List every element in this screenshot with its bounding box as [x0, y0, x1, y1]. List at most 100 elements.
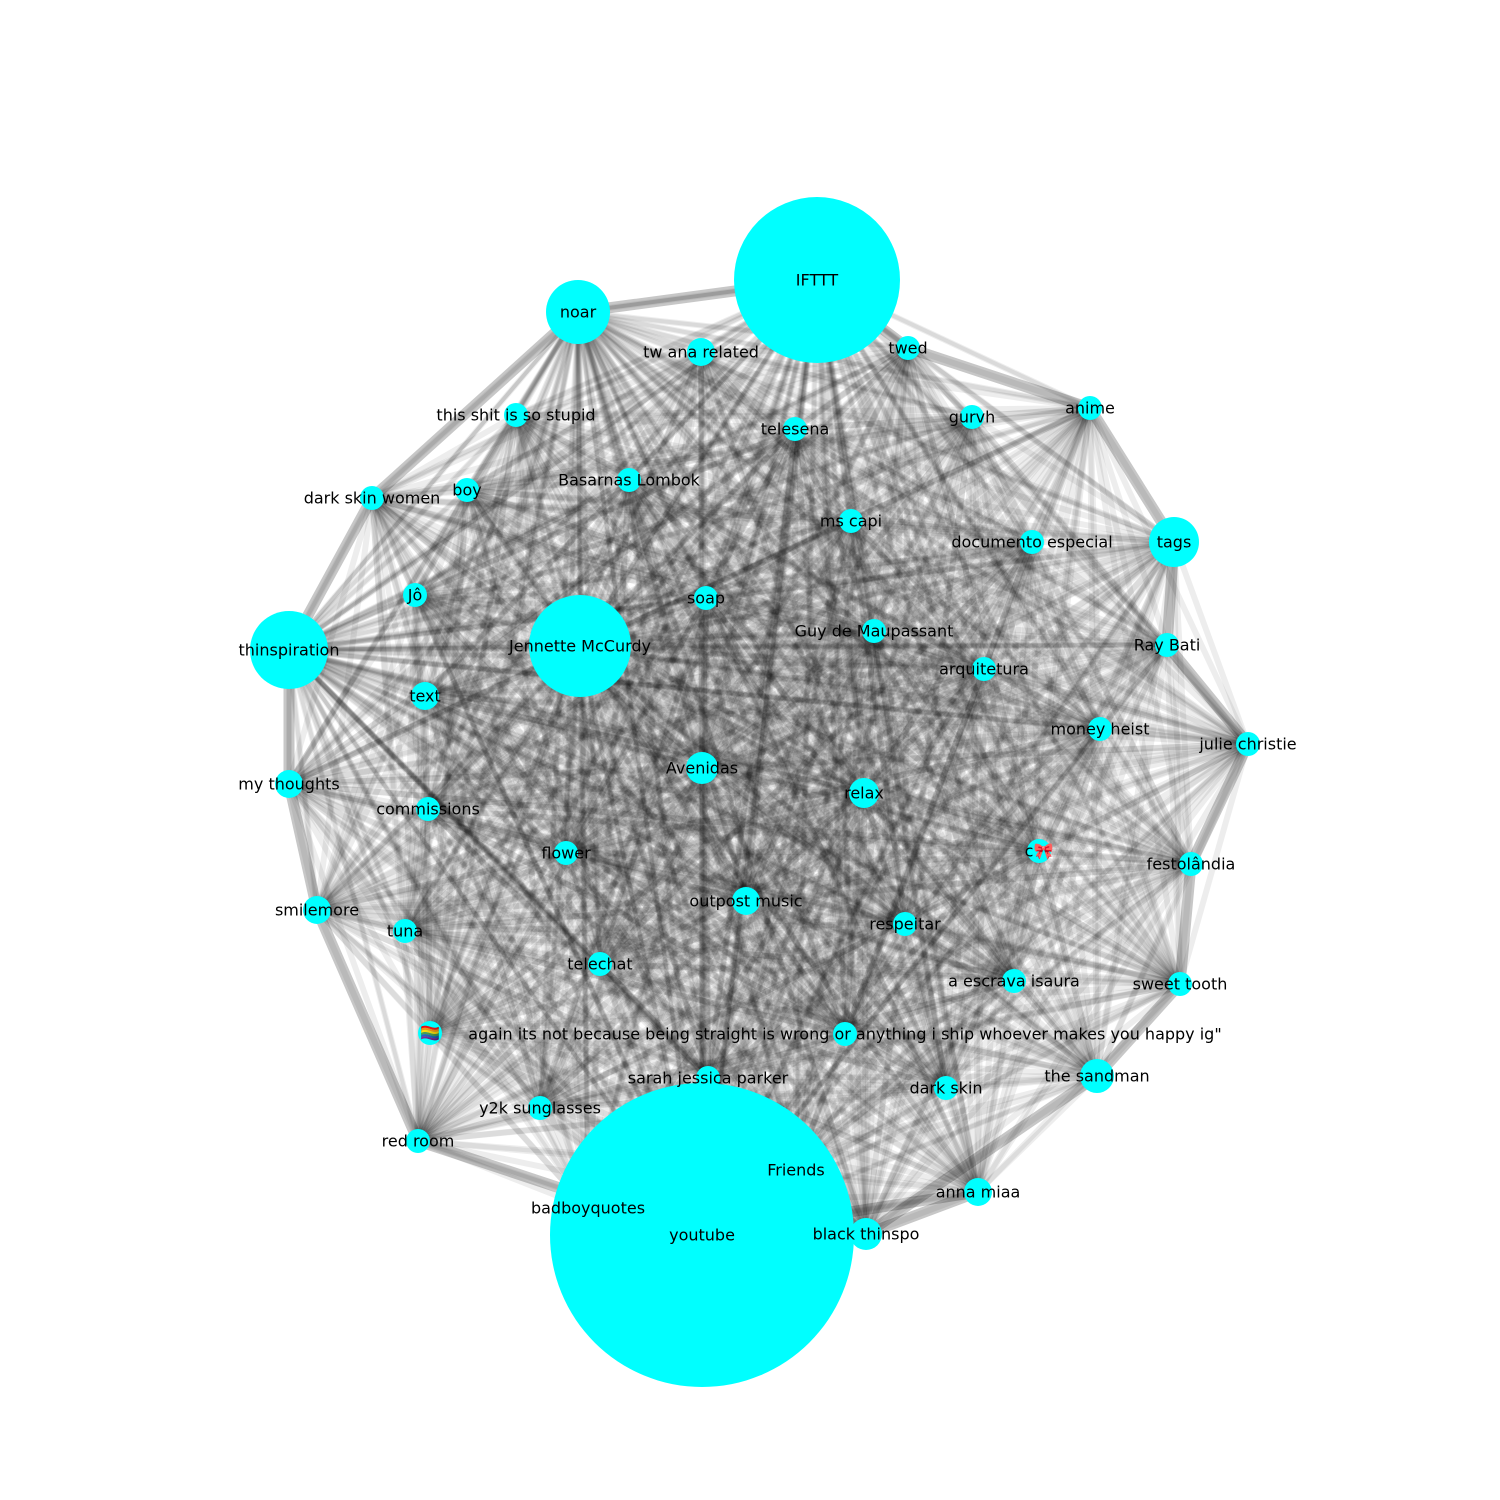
edge [513, 412, 1035, 545]
edge [902, 345, 911, 927]
edge [575, 309, 709, 601]
edge [699, 595, 709, 771]
edge [314, 907, 908, 927]
edge [902, 405, 1093, 927]
node-label: smilemore [275, 901, 359, 920]
edge [422, 414, 975, 699]
edge [415, 693, 428, 1144]
edge [369, 349, 704, 501]
edge [705, 405, 1093, 1081]
edge [464, 487, 709, 601]
edge [792, 426, 877, 634]
edge [286, 765, 705, 787]
edge [981, 666, 1251, 747]
edge [402, 928, 1100, 1079]
edge [577, 643, 848, 1037]
edge [369, 495, 1251, 747]
edge [902, 921, 1183, 987]
edge [597, 961, 1017, 984]
edge [402, 850, 569, 934]
edge [412, 414, 975, 598]
hub-edge [700, 278, 819, 770]
node-label: tags [1157, 533, 1192, 552]
edge [626, 477, 1170, 648]
edge [575, 309, 867, 796]
edge [314, 790, 867, 913]
hub-edge [578, 406, 1092, 648]
edge [743, 898, 981, 1195]
edge [626, 477, 1194, 867]
edge [626, 477, 1183, 987]
edge [743, 426, 798, 904]
edge [286, 781, 433, 1036]
edge [286, 781, 908, 927]
edge [1011, 848, 1042, 984]
edge [1029, 405, 1093, 545]
edge [427, 309, 581, 1036]
edge [743, 898, 1100, 1079]
edge [427, 595, 709, 1036]
node-label: sarah jessica parker [628, 1069, 789, 1088]
hub-edge [815, 278, 1041, 853]
edge [871, 628, 1017, 984]
edge [286, 647, 981, 1195]
edge [425, 765, 705, 812]
edge [698, 349, 1103, 732]
node-label: soap [687, 589, 725, 608]
edge [871, 414, 975, 634]
node-label: again its not because being straight is … [468, 1025, 1221, 1044]
edge [402, 806, 431, 934]
edge [1011, 726, 1103, 984]
edge [537, 518, 854, 1111]
hub-edge [815, 278, 1169, 647]
edge [743, 277, 820, 904]
edge [969, 414, 1251, 747]
edge [597, 539, 1177, 967]
hub-edge [287, 519, 853, 652]
edge [577, 642, 1170, 649]
edge [699, 666, 987, 771]
node-label: outpost music [689, 892, 802, 911]
edge [369, 495, 1035, 545]
edge [412, 592, 848, 1037]
edge [412, 592, 709, 601]
node-circle [528, 1096, 552, 1120]
edge [427, 345, 911, 1036]
edge [597, 765, 705, 967]
edge [792, 426, 867, 796]
hub-edge [576, 310, 868, 1236]
edge [705, 848, 1042, 1081]
edge [703, 518, 854, 601]
edge [871, 539, 1177, 634]
edge [705, 981, 1183, 1081]
edge [705, 741, 1251, 1081]
hub-edge [576, 310, 1041, 853]
edge [575, 309, 869, 1237]
edge [848, 518, 1035, 545]
node-circle [393, 919, 417, 943]
edge [314, 907, 421, 1144]
edge [1097, 539, 1177, 732]
edge [792, 426, 1170, 648]
edge [597, 961, 949, 1091]
node-label: relax [844, 784, 884, 803]
edge [863, 405, 1093, 1237]
edge [969, 414, 1103, 732]
edge [286, 349, 704, 787]
edge [1011, 642, 1170, 984]
edge [626, 477, 981, 1195]
edge [563, 850, 1017, 984]
edge [464, 487, 908, 927]
edge [975, 981, 1183, 1195]
edge [975, 642, 1170, 1195]
edge [314, 907, 1017, 984]
edge [902, 921, 1017, 984]
node-circle [546, 280, 610, 344]
hub-edge [815, 278, 980, 1194]
edge [537, 1075, 711, 1111]
node-circle [783, 417, 807, 441]
edge [969, 405, 1093, 420]
edge [705, 978, 1017, 1081]
edge [412, 412, 519, 598]
